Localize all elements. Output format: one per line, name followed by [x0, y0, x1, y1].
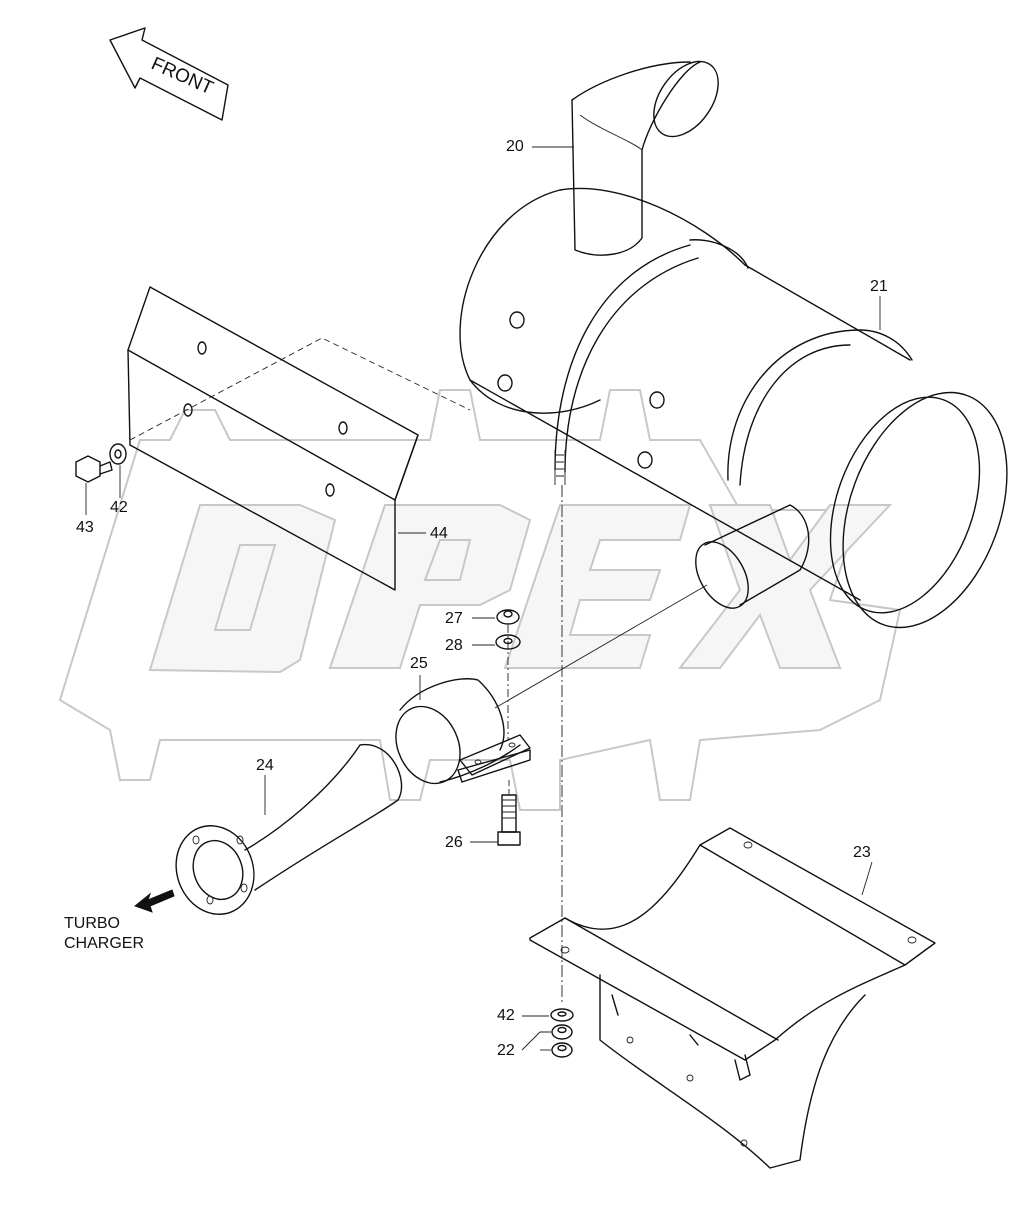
part-27-nut [496, 609, 520, 625]
callout-42-bottom: 42 [497, 1007, 515, 1024]
part-42-washer-top [109, 443, 127, 465]
callout-23: 23 [853, 844, 871, 861]
callout-28: 28 [445, 637, 463, 654]
turbo-charger-label: TURBO CHARGER [64, 914, 144, 954]
leader-lines [85, 146, 881, 1051]
callout-44: 44 [430, 525, 448, 542]
part-25-clamp [395, 584, 708, 785]
part-21-muffler [459, 187, 1008, 629]
part-20-tail-pipe [571, 60, 719, 256]
callout-20: 20 [506, 138, 524, 155]
part-43-bolt [75, 455, 113, 483]
watermark-letters [148, 504, 893, 674]
part-24-flange-pipe [175, 744, 403, 915]
watermark-gear [58, 389, 902, 811]
assembly-centerline [507, 485, 563, 1005]
callout-26: 26 [445, 834, 463, 851]
callout-27: 27 [445, 610, 463, 627]
callout-21: 21 [870, 278, 888, 295]
part-44-heat-shield [127, 286, 471, 591]
callout-42-top: 42 [110, 499, 128, 516]
part-42-washer-bottom [550, 1008, 574, 1022]
front-arrow-label: FRONT [148, 53, 217, 99]
part-23-bracket [529, 827, 936, 1169]
callout-25: 25 [410, 655, 428, 672]
turbo-label-line1: TURBO [64, 915, 120, 932]
turbo-label-line2: CHARGER [64, 935, 145, 952]
callout-43: 43 [76, 519, 94, 536]
front-arrow: FRONT [109, 27, 229, 121]
part-26-bolt [497, 794, 521, 846]
turbo-direction-arrow [133, 889, 175, 913]
part-22-nuts [551, 1024, 573, 1058]
callout-24: 24 [256, 757, 274, 774]
callout-22: 22 [497, 1042, 515, 1059]
